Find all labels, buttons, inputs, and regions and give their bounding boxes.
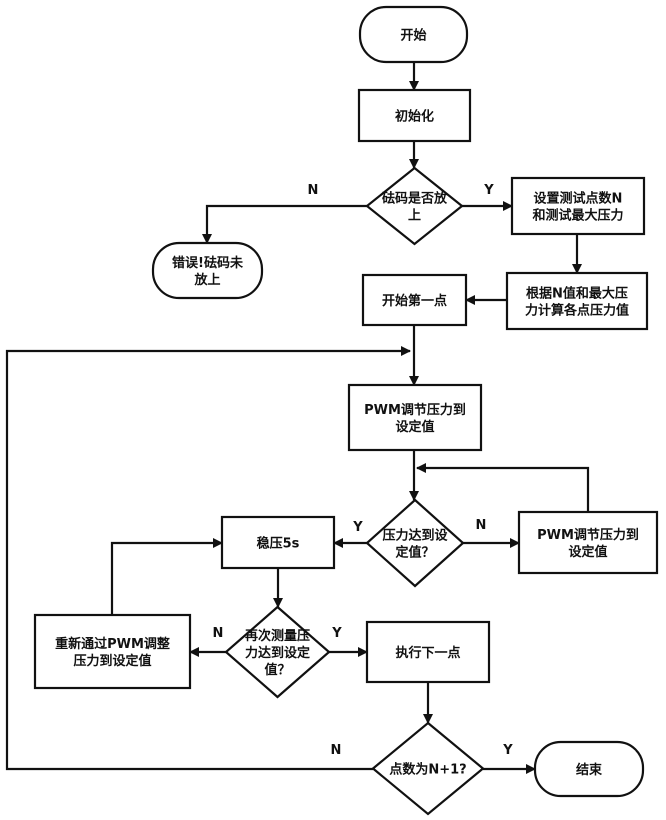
node-label: 错误!砝码未	[172, 255, 244, 271]
node-init: 初始化	[357, 88, 472, 143]
node-label: 定值？	[394, 545, 434, 561]
terminal-shape	[533, 740, 645, 798]
node-label: 初始化	[395, 109, 434, 125]
decision-shape	[371, 721, 485, 816]
process-shape	[365, 620, 491, 684]
node-end: 结束	[533, 740, 645, 798]
node-check-count: 点数为N+1?	[371, 721, 485, 816]
node-label: 根据N值和最大压	[526, 286, 628, 302]
process-shape	[220, 515, 336, 570]
node-label: 再次测量压	[245, 628, 310, 644]
node-label: 稳压5s	[257, 536, 300, 552]
node-label: 开始第一点	[382, 293, 447, 309]
edge-label-no: N	[331, 743, 342, 758]
process-shape	[510, 176, 646, 236]
node-label: 上	[408, 209, 421, 224]
edge-label-no: N	[476, 518, 487, 533]
node-label: 开始	[400, 28, 426, 44]
node-label: 砝码是否放	[382, 191, 448, 207]
edges-layer	[5, 62, 590, 774]
edge-label-yes: Y	[331, 626, 342, 641]
node-label: 设定值	[568, 544, 607, 560]
node-label: 点数为N+1?	[389, 762, 466, 778]
nodes-layer: 开始初始化砝码是否放上错误!砝码未放上设置测试点数N和测试最大压力根据N值和最大…	[33, 5, 659, 816]
decision-shape	[365, 166, 464, 246]
node-start: 开始	[358, 5, 469, 64]
edge-label-no: N	[308, 183, 319, 198]
edge-label-yes: Y	[502, 743, 513, 758]
node-label: 重新通过PWM调整	[55, 636, 171, 652]
edge-check-count-to-pwm-adjust-1	[5, 346, 411, 771]
node-stabilize: 稳压5s	[220, 515, 336, 570]
edge-check-weight-to-error-weight	[202, 204, 367, 244]
terminal-shape	[151, 241, 264, 300]
process-shape	[357, 88, 472, 143]
node-next-point: 执行下一点	[365, 620, 491, 684]
edge-label-yes: Y	[352, 520, 363, 535]
process-shape	[347, 383, 483, 452]
node-label: 力达到设定	[245, 645, 310, 661]
node-label: 结束	[576, 762, 603, 778]
process-shape	[517, 510, 659, 575]
edge-readjust-to-stabilize	[110, 538, 223, 615]
edge-label-no: N	[213, 626, 224, 641]
node-label: 压力达到设	[382, 528, 448, 544]
process-shape	[33, 613, 192, 690]
node-label: 和测试最大压力	[532, 208, 623, 224]
process-shape	[361, 273, 468, 327]
terminal-shape	[358, 5, 469, 64]
node-label: 压力到设定值	[73, 653, 151, 669]
node-label: 值？	[264, 662, 290, 678]
node-label: 力计算各点压力值	[525, 303, 629, 319]
node-label: 设定值	[395, 419, 434, 435]
node-label: PWM调节压力到	[364, 402, 466, 418]
edge-label-yes: Y	[483, 183, 494, 198]
node-label: 放上	[193, 272, 220, 288]
process-shape	[505, 271, 649, 331]
node-label: PWM调节压力到	[537, 527, 639, 543]
decision-shape	[224, 605, 331, 699]
decision-shape	[365, 498, 465, 588]
edge-labels-layer: Y N Y N Y N Y N	[213, 183, 514, 758]
node-label: 执行下一点	[395, 645, 460, 661]
node-first-point: 开始第一点	[361, 273, 468, 327]
node-label: 设置测试点数N	[534, 191, 623, 207]
edge-pwm-adjust-2-to-check-pressure	[416, 463, 590, 512]
